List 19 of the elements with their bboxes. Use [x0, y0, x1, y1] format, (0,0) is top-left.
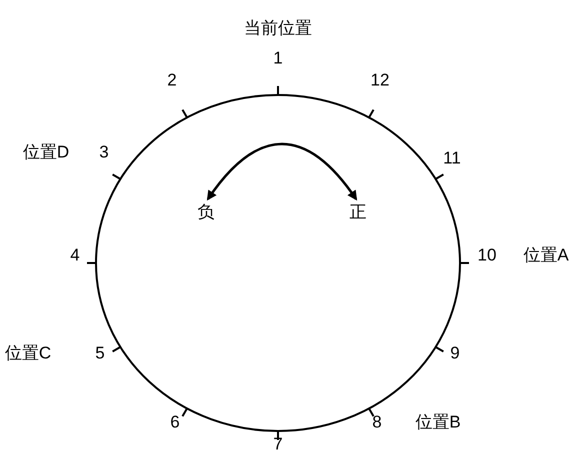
- position-number: 6: [170, 414, 180, 430]
- position-number: 5: [95, 344, 105, 362]
- curved-double-arrow: [206, 142, 358, 201]
- position-number: 2: [167, 72, 177, 88]
- position-number: 11: [443, 150, 461, 166]
- position-number: 8: [372, 414, 382, 430]
- direction-label: 正: [350, 204, 366, 220]
- position-number: 9: [450, 344, 460, 362]
- position-number: 1: [273, 50, 283, 66]
- position-number: 3: [99, 144, 109, 160]
- position-label: 位置B: [415, 414, 461, 430]
- position-number: 4: [70, 246, 80, 264]
- position-label: 位置C: [4, 344, 52, 362]
- position-label: 当前位置: [244, 20, 312, 36]
- position-label: 位置D: [22, 144, 70, 160]
- position-number: 10: [478, 246, 496, 264]
- direction-label: 负: [198, 204, 214, 220]
- position-label: 位置A: [523, 246, 569, 264]
- position-number: 12: [370, 72, 390, 88]
